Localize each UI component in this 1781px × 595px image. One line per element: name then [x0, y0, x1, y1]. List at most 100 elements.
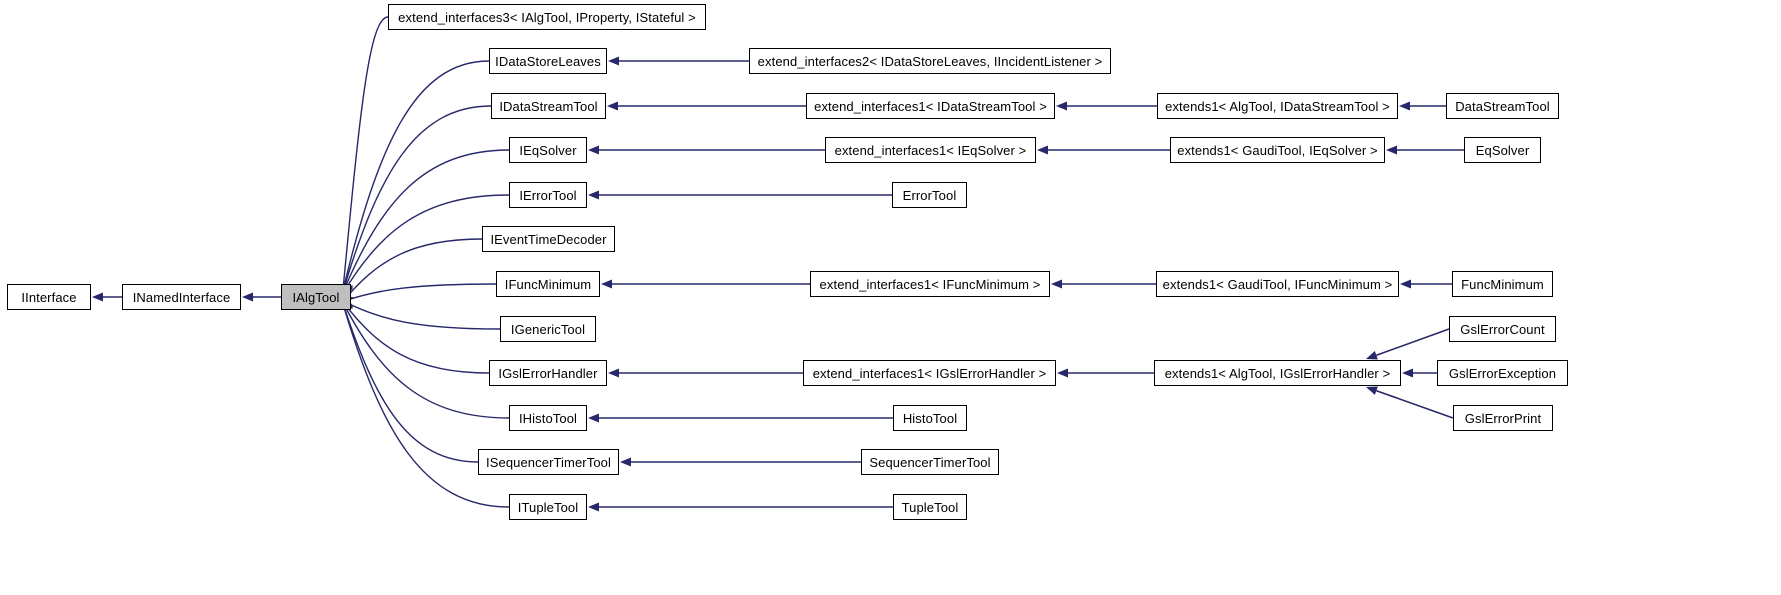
class-node-label: TupleTool	[901, 499, 959, 515]
class-node-extends1_gauditool_fm[interactable]: extends1< GaudiTool, IFuncMinimum >	[1156, 271, 1399, 297]
class-node-label: ISequencerTimerTool	[486, 454, 611, 470]
class-node-ITupleTool[interactable]: ITupleTool	[509, 494, 587, 520]
class-node-IInterface[interactable]: IInterface	[7, 284, 91, 310]
class-node-label: extends1< AlgTool, IGslErrorHandler >	[1164, 365, 1391, 381]
class-node-label: IDataStoreLeaves	[495, 53, 601, 69]
class-node-TupleTool[interactable]: TupleTool	[893, 494, 967, 520]
class-node-label: HistoTool	[902, 410, 958, 426]
class-node-SequencerTimerTool[interactable]: SequencerTimerTool	[861, 449, 999, 475]
edge-arrowhead	[608, 368, 619, 378]
class-node-extend_interfaces3[interactable]: extend_interfaces3< IAlgTool, IProperty,…	[388, 4, 706, 30]
class-node-extends1_algtool_dst[interactable]: extends1< AlgTool, IDataStreamTool >	[1157, 93, 1398, 119]
class-node-label: extends1< GaudiTool, IEqSolver >	[1177, 142, 1378, 158]
edge-curve	[342, 300, 501, 330]
class-node-label: IEqSolver	[519, 142, 577, 158]
class-node-extend_interfaces1_fm[interactable]: extend_interfaces1< IFuncMinimum >	[810, 271, 1050, 297]
edge-arrowhead	[588, 502, 599, 512]
class-node-IGenericTool[interactable]: IGenericTool	[500, 316, 596, 342]
class-node-label: DataStreamTool	[1455, 98, 1550, 114]
edge-line	[1376, 389, 1454, 419]
edge-curve	[342, 60, 490, 291]
edge-arrowhead	[607, 101, 618, 111]
class-node-IDataStoreLeaves[interactable]: IDataStoreLeaves	[489, 48, 607, 74]
class-node-label: IGslErrorHandler	[498, 365, 598, 381]
edge-arrowhead	[588, 190, 599, 200]
edge-arrowhead	[242, 292, 253, 302]
class-node-IAlgTool[interactable]: IAlgTool	[281, 284, 351, 310]
edge-curve	[342, 303, 510, 508]
edge-arrowhead	[588, 413, 599, 423]
edge-curve	[342, 105, 492, 292]
class-node-label: EqSolver	[1475, 142, 1530, 158]
class-node-HistoTool[interactable]: HistoTool	[893, 405, 967, 431]
class-node-label: SequencerTimerTool	[869, 454, 991, 470]
class-node-IEventTimeDecoder[interactable]: IEventTimeDecoder	[482, 226, 615, 252]
class-node-label: INamedInterface	[132, 289, 231, 305]
class-node-extend_interfaces1_dst[interactable]: extend_interfaces1< IDataStreamTool >	[806, 93, 1055, 119]
class-node-IHistoTool[interactable]: IHistoTool	[509, 405, 587, 431]
class-node-label: extend_interfaces1< IDataStreamTool >	[814, 98, 1047, 114]
class-node-ErrorTool[interactable]: ErrorTool	[892, 182, 967, 208]
class-node-label: IFuncMinimum	[504, 276, 592, 292]
class-node-label: IAlgTool	[292, 289, 340, 305]
edge-arrowhead	[1402, 368, 1413, 378]
class-node-label: FuncMinimum	[1461, 276, 1544, 292]
class-node-FuncMinimum[interactable]: FuncMinimum	[1452, 271, 1553, 297]
class-node-DataStreamTool[interactable]: DataStreamTool	[1446, 93, 1559, 119]
class-node-GslErrorException[interactable]: GslErrorException	[1437, 360, 1568, 386]
class-node-label: extend_interfaces2< IDataStoreLeaves, II…	[757, 53, 1103, 69]
class-node-label: extend_interfaces1< IFuncMinimum >	[819, 276, 1041, 292]
class-node-GslErrorPrint[interactable]: GslErrorPrint	[1453, 405, 1553, 431]
edge-arrowhead	[1051, 279, 1062, 289]
edge-arrowhead	[1400, 279, 1411, 289]
class-node-IDataStreamTool[interactable]: IDataStreamTool	[491, 93, 606, 119]
edge-arrowhead	[1037, 145, 1048, 155]
class-node-EqSolver[interactable]: EqSolver	[1464, 137, 1541, 163]
edge-arrowhead	[588, 145, 599, 155]
edge-arrowhead	[1399, 101, 1410, 111]
class-node-label: extends1< AlgTool, IDataStreamTool >	[1165, 98, 1390, 114]
class-node-extend_interfaces2_dsl[interactable]: extend_interfaces2< IDataStoreLeaves, II…	[749, 48, 1111, 74]
edge-arrowhead	[1366, 351, 1378, 360]
class-node-IGslErrorHandler[interactable]: IGslErrorHandler	[489, 360, 607, 386]
class-node-label: IErrorTool	[519, 187, 577, 203]
class-node-label: extend_interfaces1< IGslErrorHandler >	[812, 365, 1047, 381]
class-node-IFuncMinimum[interactable]: IFuncMinimum	[496, 271, 600, 297]
class-node-label: extends1< GaudiTool, IFuncMinimum >	[1162, 276, 1393, 292]
class-node-IErrorTool[interactable]: IErrorTool	[509, 182, 587, 208]
class-node-extend_interfaces1_geh[interactable]: extend_interfaces1< IGslErrorHandler >	[803, 360, 1056, 386]
edge-arrowhead	[1056, 101, 1067, 111]
class-node-label: ITupleTool	[517, 499, 579, 515]
edge-curve	[342, 16, 389, 290]
class-node-extend_interfaces1_eqs[interactable]: extend_interfaces1< IEqSolver >	[825, 137, 1036, 163]
edge-arrowhead	[620, 457, 631, 467]
edge-arrowhead	[1386, 145, 1397, 155]
edge-line	[1376, 328, 1450, 357]
edge-curve	[342, 283, 497, 303]
class-node-extends1_algtool_geh[interactable]: extends1< AlgTool, IGslErrorHandler >	[1154, 360, 1401, 386]
edge-curve	[342, 149, 510, 293]
class-node-GslErrorCount[interactable]: GslErrorCount	[1449, 316, 1556, 342]
edge-arrowhead	[608, 56, 619, 66]
edge-curve	[342, 301, 490, 374]
class-node-extends1_gauditool_eqs[interactable]: extends1< GaudiTool, IEqSolver >	[1170, 137, 1385, 163]
edge-curve	[342, 303, 479, 463]
edge-arrowhead	[1366, 386, 1378, 395]
class-node-label: extend_interfaces1< IEqSolver >	[834, 142, 1027, 158]
class-node-label: GslErrorException	[1448, 365, 1557, 381]
class-node-label: IDataStreamTool	[499, 98, 598, 114]
class-node-label: GslErrorPrint	[1464, 410, 1542, 426]
edge-arrowhead	[92, 292, 103, 302]
edge-curve	[342, 238, 483, 302]
edge-arrowhead	[1057, 368, 1068, 378]
class-node-label: IGenericTool	[510, 321, 586, 337]
edge-curve	[342, 302, 510, 419]
class-node-label: IInterface	[21, 289, 77, 305]
class-node-IEqSolver[interactable]: IEqSolver	[509, 137, 587, 163]
class-node-ISequencerTimerTool[interactable]: ISequencerTimerTool	[478, 449, 619, 475]
class-node-label: IHistoTool	[518, 410, 578, 426]
class-node-INamedInterface[interactable]: INamedInterface	[122, 284, 241, 310]
class-node-label: GslErrorCount	[1460, 321, 1545, 337]
